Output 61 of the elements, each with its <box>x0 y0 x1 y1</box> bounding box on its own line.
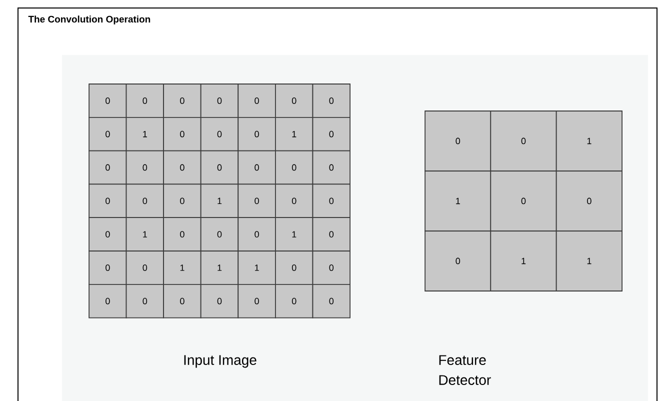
grid-cell: 0 <box>163 217 202 252</box>
grid-cell: 0 <box>312 84 350 118</box>
grid-cell: 0 <box>490 110 557 172</box>
grid-cell: 0 <box>200 84 239 118</box>
grid-cell: 0 <box>88 184 127 218</box>
grid-cell: 0 <box>238 84 276 118</box>
grid-cell: 0 <box>312 250 350 285</box>
grid-cell: 1 <box>200 250 239 285</box>
grid-cell: 1 <box>490 230 557 292</box>
grid-cell: 0 <box>126 150 164 185</box>
grid-cell: 0 <box>312 184 350 218</box>
grid-cell: 0 <box>163 284 202 318</box>
grid-cell: 0 <box>238 217 276 252</box>
grid-cell: 0 <box>238 116 276 152</box>
grid-cell: 1 <box>275 116 314 152</box>
grid-cell: 0 <box>275 284 314 318</box>
grid-cell: 1 <box>556 110 622 172</box>
grid-cell: 0 <box>200 116 239 152</box>
grid-cell: 1 <box>126 116 164 152</box>
grid-cell: 0 <box>163 184 202 218</box>
title: The Convolution Operation <box>28 16 150 24</box>
grid-cell: 0 <box>312 217 350 252</box>
grid-cell: 0 <box>275 84 314 118</box>
grid-cell: 0 <box>163 150 202 185</box>
grid-cell: 0 <box>424 230 492 292</box>
grid-cell: 0 <box>88 250 127 285</box>
grid-cell: 0 <box>275 150 314 185</box>
caption: Feature Detector <box>439 355 491 385</box>
grid-cell: 1 <box>126 217 164 252</box>
grid-cell: 0 <box>163 116 202 152</box>
grid-cell: 1 <box>424 170 492 232</box>
grid-cell: 0 <box>424 110 492 172</box>
grid-cell: 0 <box>312 116 350 152</box>
grid-cell: 0 <box>238 150 276 185</box>
grid-cell: 0 <box>126 250 164 285</box>
grid-cell: 0 <box>88 284 127 318</box>
grid-cell: 0 <box>126 184 164 218</box>
grid-cell: 0 <box>490 170 557 232</box>
grid-cell: 0 <box>200 150 239 185</box>
grid-cell: 0 <box>312 150 350 185</box>
grid-cell: 0 <box>88 84 127 118</box>
grid-cell: 0 <box>163 84 202 118</box>
grid-cell: 0 <box>238 184 276 218</box>
grid-cell: 0 <box>312 284 350 318</box>
grid-cell: 0 <box>200 284 239 318</box>
grid-cell: 1 <box>163 250 202 285</box>
grid-cell: 0 <box>88 217 127 252</box>
grid-cell: 1 <box>556 230 622 292</box>
grid-cell: 0 <box>556 170 622 232</box>
grid-cell: 0 <box>88 116 127 152</box>
grid-cell: 1 <box>200 184 239 218</box>
grid-cell: 1 <box>238 250 276 285</box>
grid-cell: 0 <box>238 284 276 318</box>
caption: Input Image <box>184 355 256 368</box>
grid-cell: 0 <box>88 150 127 185</box>
grid-cell: 0 <box>126 284 164 318</box>
grid-cell: 0 <box>275 184 314 218</box>
grid-cell: 1 <box>275 217 314 252</box>
grid-cell: 0 <box>275 250 314 285</box>
grid-cell: 0 <box>200 217 239 252</box>
grid-cell: 0 <box>126 84 164 118</box>
